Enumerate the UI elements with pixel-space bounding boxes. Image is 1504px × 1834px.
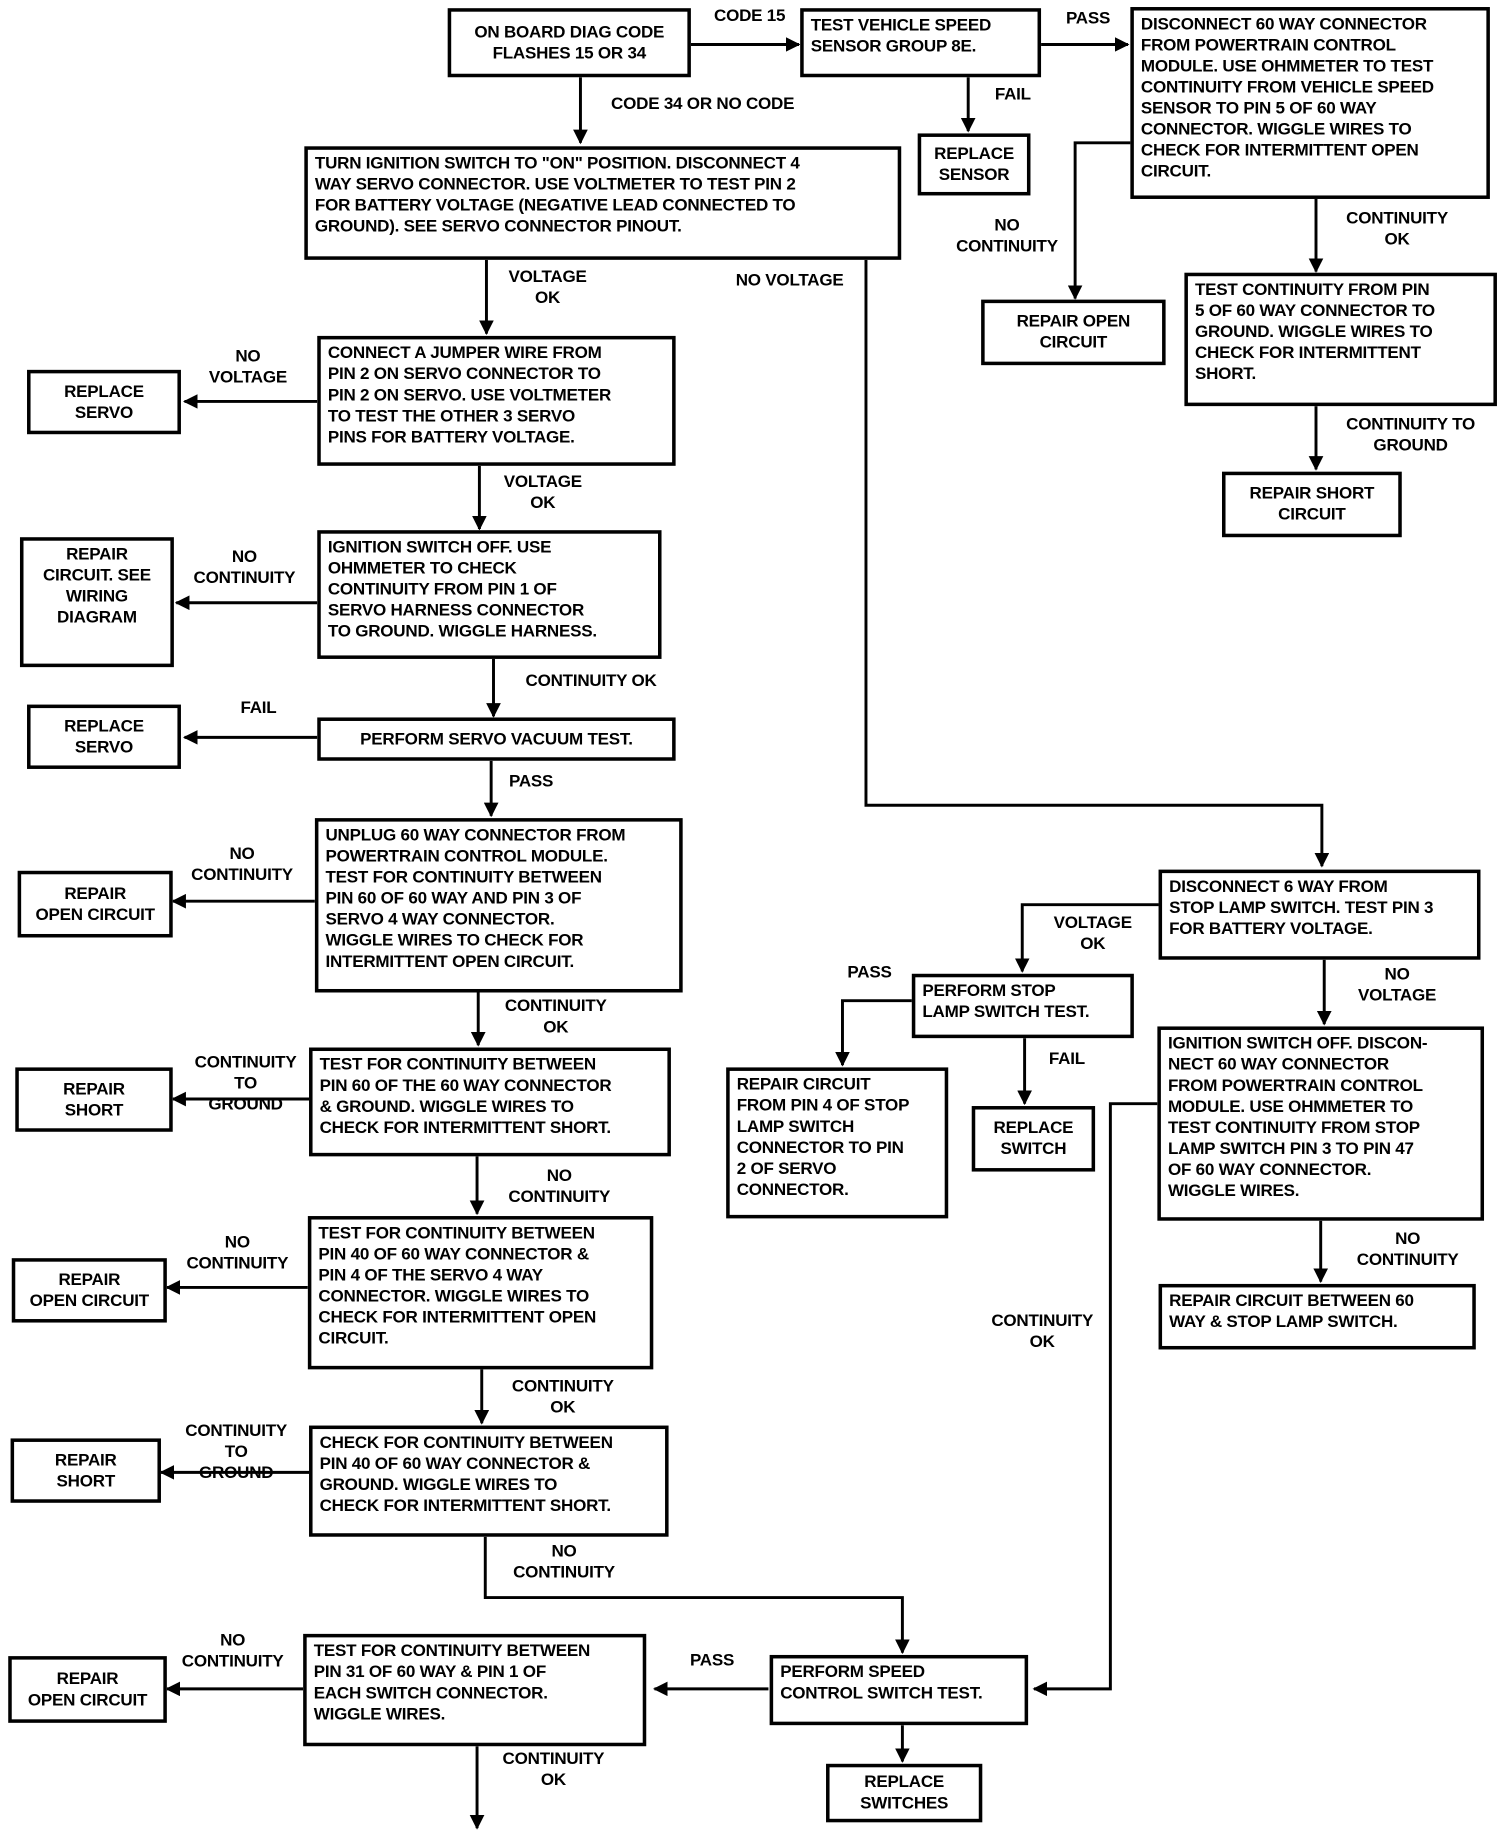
label-no-voltage-stop: NO VOLTAGE <box>1357 965 1437 1006</box>
label-continuity-ground-40: CONTINUITY TO GROUND <box>185 1422 288 1483</box>
label-no-voltage-jumper: NO VOLTAGE <box>208 347 288 388</box>
stop-lamp-test-box: PERFORM STOP LAMP SWITCH TEST. <box>911 973 1134 1039</box>
label-no-continuity-pin1: NO CONTINUITY <box>193 547 296 588</box>
test-pin5-ground-box: TEST CONTINUITY FROM PIN 5 OF 60 WAY CON… <box>1184 272 1497 407</box>
pin40-pin4-box: TEST FOR CONTINUITY BETWEEN PIN 40 OF 60… <box>307 1216 654 1370</box>
disconnect-6-way-box: DISCONNECT 6 WAY FROM STOP LAMP SWITCH. … <box>1158 869 1481 960</box>
label-no-continuity-vss: NO CONTINUITY <box>956 216 1058 257</box>
label-voltage-ok-stop: VOLTAGE OK <box>1053 914 1132 954</box>
label-no-continuity-47: NO CONTINUITY <box>1356 1230 1459 1270</box>
arrow-no-continuity-vss <box>1067 141 1134 300</box>
arrow-no-voltage-main <box>864 259 1330 868</box>
repair-pin4-box: REPAIR CIRCUIT FROM PIN 4 OF STOP LAMP S… <box>726 1067 949 1219</box>
speed-switch-test-box: PERFORM SPEED CONTROL SWITCH TEST. <box>769 1654 1029 1726</box>
unplug-60-way-box: UNPLUG 60 WAY CONNECTOR FROM POWERTRAIN … <box>314 818 683 993</box>
pin31-box: TEST FOR CONTINUITY BETWEEN PIN 31 OF 60… <box>303 1633 647 1747</box>
arrow-pass-stop <box>835 999 915 1067</box>
label-voltage-ok-2: VOLTAGE OK <box>503 472 582 513</box>
repair-circuit-wiring-box: REPAIR CIRCUIT. SEE WIRING DIAGRAM <box>19 537 174 668</box>
arrow-continuity-ok-47 <box>1032 1102 1158 1697</box>
repair-short-circuit-box-1: REPAIR SHORT CIRCUIT <box>1222 471 1402 538</box>
label-continuity-ok-31: CONTINUITY OK <box>502 1749 605 1790</box>
label-no-continuity-40g: NO CONTINUITY <box>513 1542 615 1583</box>
label-code15: CODE 15 <box>714 7 786 26</box>
replace-switch-box: REPLACE SWITCH <box>971 1106 1096 1172</box>
replace-servo-box-1: REPLACE SERVO <box>27 369 181 435</box>
replace-sensor-box: REPLACE SENSOR <box>917 133 1031 196</box>
label-continuity-ok-47: CONTINUITY OK <box>991 1312 1094 1352</box>
replace-switches-box: REPLACE SWITCHES <box>826 1763 983 1823</box>
label-fail-vacuum: FAIL <box>240 698 277 718</box>
pin40-ground-box: CHECK FOR CONTINUITY BETWEEN PIN 40 OF 6… <box>309 1425 669 1537</box>
jumper-wire-box: CONNECT A JUMPER WIRE FROM PIN 2 ON SERV… <box>317 335 676 466</box>
label-voltage-ok-1: VOLTAGE OK <box>508 268 587 308</box>
repair-short-box-2: REPAIR SHORT <box>15 1067 173 1132</box>
label-continuity-ok-vss: CONTINUITY OK <box>1346 209 1448 250</box>
onboard-diag-box: ON BOARD DIAG CODE FLASHES 15 OR 34 <box>447 8 691 78</box>
label-continuity-ground-pin5: CONTINUITY TO GROUND <box>1346 415 1476 456</box>
label-no-continuity-31: NO CONTINUITY <box>181 1631 284 1672</box>
repair-open-circuit-box-1: REPAIR OPEN CIRCUIT <box>981 299 1166 366</box>
disconnect-pcm-box: DISCONNECT 60 WAY CONNECTOR FROM POWERTR… <box>1130 7 1490 199</box>
label-continuity-ok-pin1: CONTINUITY OK <box>525 671 657 691</box>
servo-vacuum-test-box: PERFORM SERVO VACUUM TEST. <box>317 717 676 761</box>
label-no-continuity-40: NO CONTINUITY <box>186 1233 289 1274</box>
label-no-continuity-unplug: NO CONTINUITY <box>191 845 293 885</box>
replace-servo-box-2: REPLACE SERVO <box>27 704 181 769</box>
pin60-ground-box: TEST FOR CONTINUITY BETWEEN PIN 60 OF TH… <box>309 1047 671 1157</box>
arrow-voltage-ok-stop <box>1014 903 1159 973</box>
test-vss-box: TEST VEHICLE SPEED SENSOR GROUP 8E. <box>800 8 1042 78</box>
label-no-continuity-60: NO CONTINUITY <box>508 1166 611 1207</box>
repair-open-circuit-box-4: REPAIR OPEN CIRCUIT <box>8 1656 167 1723</box>
label-code34: CODE 34 OR NO CODE <box>611 94 795 114</box>
label-pass-stop: PASS <box>847 963 892 982</box>
repair-open-circuit-box-3: REPAIR OPEN CIRCUIT <box>11 1258 167 1323</box>
label-fail-vss: FAIL <box>994 85 1031 105</box>
repair-open-circuit-box-2: REPAIR OPEN CIRCUIT <box>17 870 173 938</box>
label-no-voltage-main: NO VOLTAGE <box>735 271 844 291</box>
repair-short-box-3: REPAIR SHORT <box>10 1438 161 1503</box>
label-fail-stop: FAIL <box>1048 1049 1085 1069</box>
label-pass-vacuum: PASS <box>508 772 554 792</box>
ignition-on-box: TURN IGNITION SWITCH TO "ON" POSITION. D… <box>304 146 902 260</box>
label-pass-top: PASS <box>1065 9 1111 29</box>
repair-60-stop-box: REPAIR CIRCUIT BETWEEN 60 WAY & STOP LAM… <box>1158 1283 1476 1350</box>
label-continuity-ground-60: CONTINUITY TO GROUND <box>194 1053 297 1115</box>
label-pass-switch: PASS <box>689 1651 735 1671</box>
arrow-no-continuity-40g <box>483 1536 910 1655</box>
ignition-off-pin47-box: IGNITION SWITCH OFF. DISCON- NECT 60 WAY… <box>1157 1026 1485 1221</box>
label-continuity-ok-40: CONTINUITY OK <box>511 1377 614 1418</box>
label-continuity-ok-unplug: CONTINUITY OK <box>504 997 607 1037</box>
ignition-off-pin1-box: IGNITION SWITCH OFF. USE OHMMETER TO CHE… <box>317 530 662 659</box>
